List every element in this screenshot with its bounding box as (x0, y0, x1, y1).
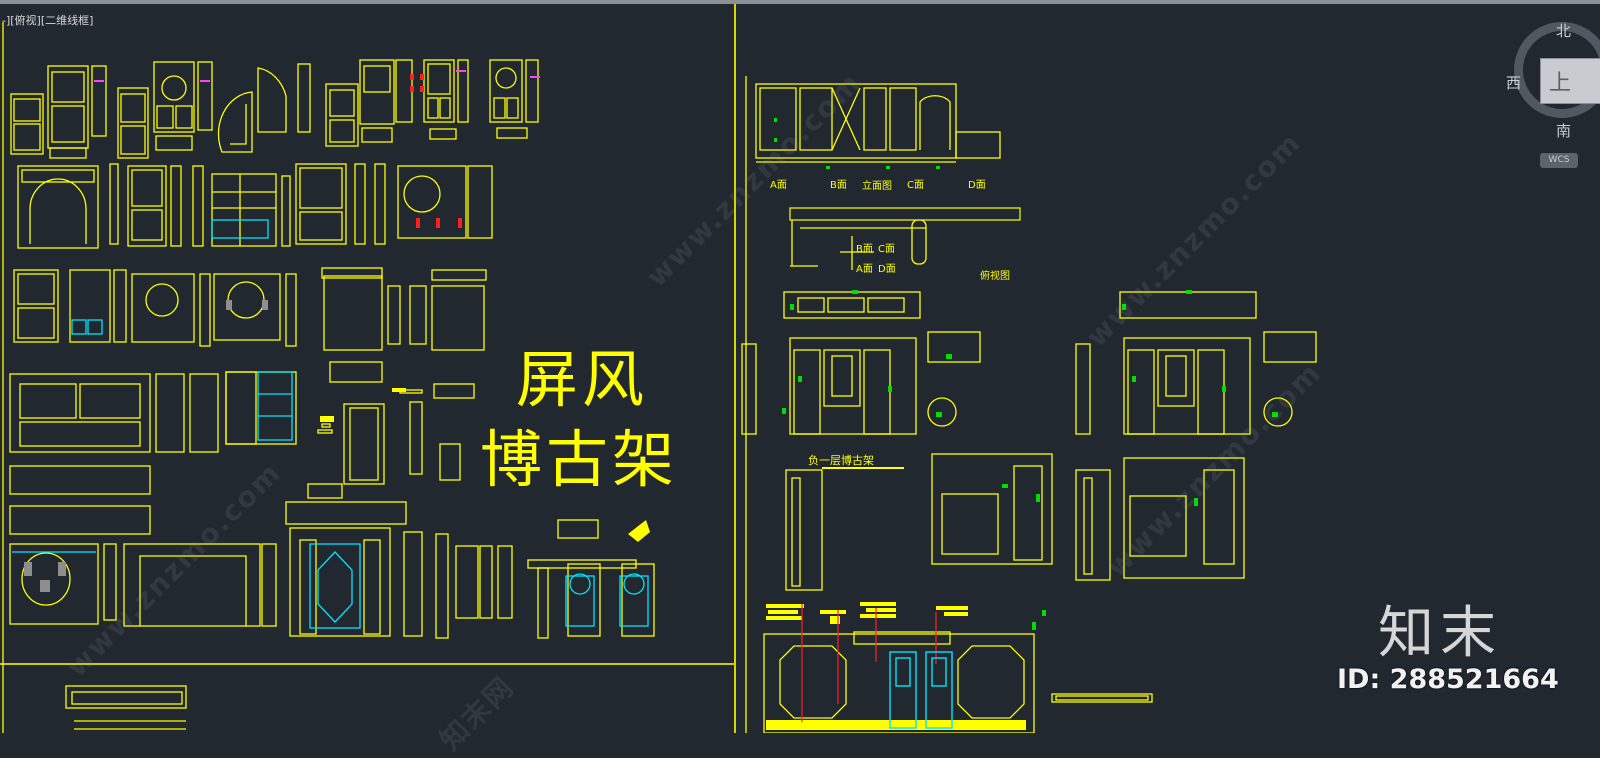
plan-view-label: 俯视图 (980, 271, 1010, 282)
plan-label-d: D面 (878, 264, 896, 275)
label-elevation: 立面图 (862, 181, 892, 192)
label-face-b: B面 (830, 180, 847, 191)
title-screen: 屏风 (516, 343, 649, 416)
right-viewport[interactable]: A面 B面 立面图 C面 D面 B面 C面 A面 D面 俯视图 负一层博古架 (736, 4, 1600, 733)
brand-id: ID: 288521664 (1337, 664, 1559, 695)
compass-ring[interactable] (1514, 22, 1600, 118)
brand-logo: 知末 (1378, 601, 1502, 666)
window-top-edge (0, 0, 1600, 4)
viewport-splitter[interactable] (734, 4, 736, 733)
label-face-c: C面 (907, 180, 924, 191)
viewcube-face-label: 上 (1549, 71, 1572, 96)
label-face-a: A面 (770, 180, 787, 191)
compass-west[interactable]: 西 (1506, 74, 1522, 92)
plan-label-b: B面 (856, 244, 873, 255)
section-title: 负一层博古架 (808, 454, 874, 467)
viewcube-top-face[interactable]: 上 (1540, 58, 1600, 104)
title-curio-shelf: 博古架 (480, 423, 679, 496)
plan-label-c: C面 (878, 244, 895, 255)
left-viewport[interactable]: -][俯视][二维线框] (0, 4, 734, 733)
compass-south[interactable]: 南 (1556, 122, 1572, 140)
compass-north[interactable]: 北 (1556, 22, 1572, 40)
viewport-label[interactable]: -][俯视][二维线框] (2, 14, 94, 27)
plan-label-a: A面 (856, 264, 873, 275)
cad-drawing-left[interactable] (0, 4, 734, 733)
viewcube[interactable]: 上 北 西 南 WCS (1490, 4, 1600, 174)
label-face-d: D面 (968, 180, 986, 191)
cad-drawing-right[interactable] (736, 4, 1600, 733)
wcs-dropdown[interactable]: WCS (1540, 153, 1578, 168)
